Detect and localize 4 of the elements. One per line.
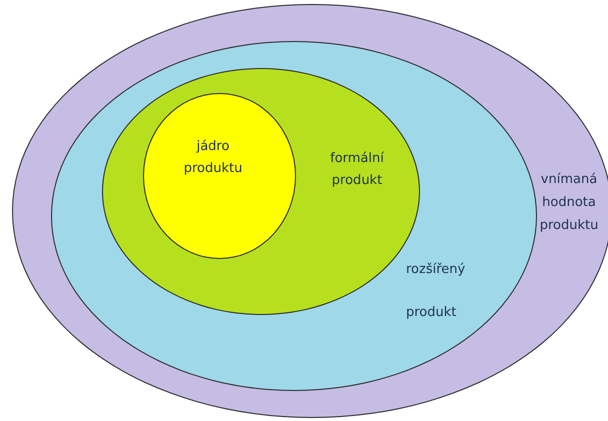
ellipse-label: formální produkt [329,150,385,190]
ellipse-label: rozšířený produkt [406,261,466,322]
ellipse-label: jádro produktu [182,138,244,178]
ellipse-label: vnímaná hodnota produktu [538,171,600,235]
